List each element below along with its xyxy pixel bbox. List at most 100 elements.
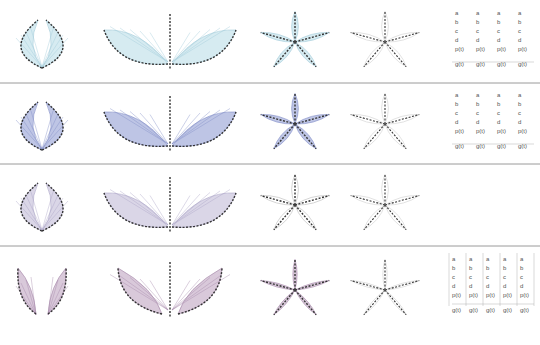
star-arm-outline (385, 124, 406, 149)
star-arm-outline (274, 205, 295, 230)
row-divider (0, 164, 540, 165)
fan-line (172, 276, 220, 310)
star-arm-outline (385, 114, 419, 124)
fan-line (172, 112, 210, 145)
table-cell: d (520, 283, 523, 290)
table-cell: g(t) (486, 307, 495, 314)
star-arm-outline (385, 32, 419, 42)
table-cell: d (476, 37, 479, 44)
table-cell: c (476, 110, 479, 117)
fan-line (31, 111, 42, 149)
table-rule (517, 253, 518, 306)
star-arm (295, 281, 329, 290)
table-rule (500, 253, 501, 306)
dashed-edge (178, 268, 222, 314)
table-cell: b (476, 101, 479, 108)
dashed-spine (385, 124, 406, 149)
wing-shape (21, 183, 42, 231)
dashed-spine (295, 196, 329, 205)
fan-line (140, 113, 168, 144)
table-cell: c (452, 274, 455, 281)
table-cell: a (486, 256, 489, 263)
star-arm (261, 281, 295, 290)
star-arm (295, 124, 316, 149)
table-cell: a (476, 10, 479, 17)
table-cell: g(t) (455, 143, 464, 150)
table-cell: a (520, 256, 523, 263)
table-rule (466, 253, 467, 306)
star-arm (261, 32, 295, 42)
dashed-axis (169, 262, 170, 318)
fan-line (31, 192, 42, 230)
table-cell: p(t) (503, 292, 512, 299)
dashed-spine (364, 290, 385, 315)
table-cell: d (452, 283, 455, 290)
table-cell: d (469, 283, 472, 290)
fan-line (42, 201, 68, 230)
fan-line (130, 193, 168, 226)
table-cell: d (497, 37, 500, 44)
star-arm-outline (364, 42, 385, 67)
table-cell: c (497, 28, 500, 35)
star-arm (292, 11, 299, 42)
dashed-spine (384, 259, 385, 290)
star-arm-outline (364, 290, 385, 315)
fan-line (16, 201, 42, 230)
table-rule (449, 253, 450, 306)
fan-line (172, 193, 210, 226)
table-rule (452, 304, 534, 305)
star-arm-outline (364, 205, 385, 230)
table-cell: b (452, 265, 455, 272)
dashed-spine (384, 174, 385, 205)
star-arm (293, 259, 297, 290)
fan-line (172, 281, 190, 311)
table-cell: c (455, 28, 458, 35)
table-cell: d (486, 283, 489, 290)
dashed-spine (295, 42, 316, 67)
fan-line (48, 283, 63, 315)
fan-line (42, 38, 68, 67)
table-cell: b (497, 101, 500, 108)
fan-line (42, 114, 58, 149)
table-cell: g(t) (497, 143, 506, 150)
dashed-edge (21, 183, 42, 231)
table-cell: p(t) (497, 46, 506, 53)
dashed-edge (48, 268, 66, 314)
dashed-spine (274, 124, 295, 149)
star-arm (295, 114, 329, 124)
wing-shape (172, 30, 236, 64)
table-cell: d (455, 37, 458, 44)
dashed-spine (294, 259, 295, 290)
table-cell: b (455, 101, 458, 108)
fan-line (172, 279, 200, 310)
star-arm (292, 93, 299, 124)
fan-line (130, 278, 168, 311)
dashed-spine (294, 93, 295, 124)
table-cell: c (518, 110, 521, 117)
table-cell: b (503, 265, 506, 272)
table-cell: a (455, 10, 458, 17)
dashed-axis (169, 96, 170, 152)
table-cell: a (518, 92, 521, 99)
fan-line (150, 33, 168, 63)
dashed-spine (274, 290, 295, 315)
star-arm-outline (351, 114, 385, 124)
table-cell: b (497, 19, 500, 26)
table-cell: p(t) (455, 128, 464, 135)
fan-line (172, 33, 190, 63)
table-cell: g(t) (503, 307, 512, 314)
fan-line (48, 286, 68, 315)
star-arm-outline (351, 281, 385, 290)
table-cell: c (503, 274, 506, 281)
table-cell: g(t) (469, 307, 478, 314)
star-arm-outline (261, 195, 295, 205)
wing-shape (42, 183, 63, 231)
dashed-edge (42, 102, 63, 150)
table-cell: g(t) (455, 61, 464, 68)
fan-line (130, 112, 168, 145)
table-cell: c (520, 274, 523, 281)
table-rule (534, 253, 535, 306)
fan-line (42, 192, 53, 230)
fan-line (172, 109, 230, 145)
table-cell: c (497, 110, 500, 117)
